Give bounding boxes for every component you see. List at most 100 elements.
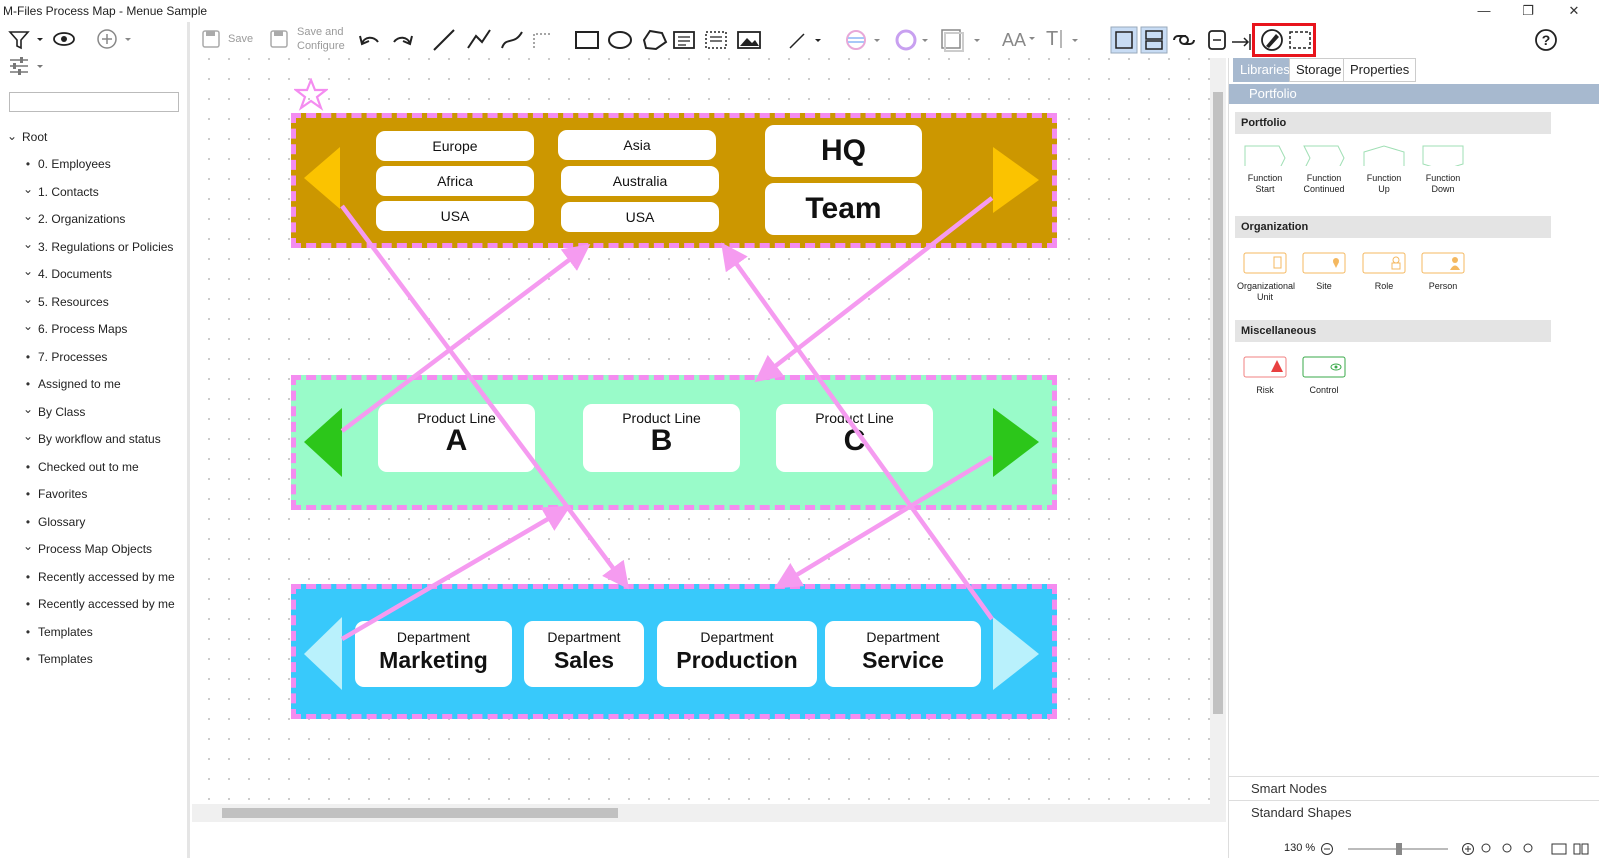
organizational-unit-label-2: Unit: [1256, 292, 1273, 302]
close-button[interactable]: ✕: [1568, 3, 1580, 18]
horizontal-scroll-thumb[interactable]: [222, 808, 618, 818]
function-continued-label-1: Function: [1306, 173, 1342, 183]
vertical-scroll-thumb[interactable]: [1213, 92, 1223, 714]
tree-item-label: Glossary: [38, 514, 86, 529]
product-line-a-label: A: [445, 424, 468, 457]
filter-icon[interactable]: [8, 30, 48, 50]
search-input[interactable]: [9, 92, 179, 112]
hq-box[interactable]: HQ: [765, 125, 922, 177]
vertical-scrollbar[interactable]: [1210, 58, 1226, 804]
undo-redo-icons[interactable]: [358, 30, 414, 50]
eye-icon[interactable]: [52, 30, 76, 48]
department-production-caption: Department: [700, 629, 774, 645]
region-australia[interactable]: Australia: [561, 166, 719, 196]
connector-2[interactable]: [340, 243, 591, 433]
tab-properties[interactable]: Properties: [1343, 58, 1417, 82]
connector-5[interactable]: [340, 505, 571, 641]
connector-3[interactable]: [754, 196, 994, 383]
lane-product-lines[interactable]: Product Line A Product Line B Product Li…: [291, 375, 1057, 510]
risk-icon: [1243, 356, 1287, 378]
product-line-a-caption: Product Line: [417, 410, 496, 426]
save-button[interactable]: Save: [228, 33, 254, 45]
help-icon[interactable]: ?: [1534, 28, 1558, 52]
lane3-left-arrow: [304, 617, 342, 690]
save-configure-icon[interactable]: [270, 30, 288, 48]
group-miscellaneous[interactable]: Miscellaneous: [1235, 320, 1551, 342]
region-asia[interactable]: Asia: [558, 130, 716, 160]
connector-4[interactable]: [721, 242, 994, 621]
site-icon: [1302, 252, 1346, 274]
add-icon[interactable]: [96, 28, 136, 50]
product-line-a[interactable]: Product Line A: [378, 404, 535, 472]
font-size-button[interactable]: AA: [1002, 30, 1027, 50]
region-usa-1[interactable]: USA: [376, 201, 534, 231]
tree-root-label: Root: [22, 130, 48, 144]
accordion-standard-shapes[interactable]: Standard Shapes: [1229, 800, 1599, 824]
settings-sliders-icon[interactable]: [8, 56, 44, 76]
department-production[interactable]: Department Production: [657, 621, 817, 687]
connector-6[interactable]: [774, 455, 994, 589]
shape-risk[interactable]: Risk: [1237, 356, 1293, 396]
bullet-icon: •: [25, 514, 31, 529]
tree-item-label: 0. Employees: [38, 157, 111, 171]
shape-person[interactable]: Person: [1415, 252, 1471, 292]
save-icon[interactable]: [202, 30, 220, 48]
region-usa-2[interactable]: USA: [561, 202, 719, 232]
bullet-icon: •: [25, 487, 31, 501]
department-sales[interactable]: Department Sales: [524, 621, 644, 687]
edit-mode-icon[interactable]: [1260, 28, 1284, 52]
tab-libraries[interactable]: Libraries: [1233, 58, 1297, 82]
lane-departments[interactable]: Department Marketing Department Sales De…: [291, 584, 1057, 719]
tree-item-label: Process Map Objects: [38, 542, 153, 556]
text-style-dropdown-icon[interactable]: [1058, 28, 1084, 52]
connector-1[interactable]: [340, 204, 630, 590]
product-line-c[interactable]: Product Line C: [776, 404, 933, 472]
shape-site[interactable]: Site: [1296, 252, 1352, 292]
diagram-canvas[interactable]: Europe Africa USA Asia Australia USA HQ …: [192, 58, 1210, 804]
control-label: Control: [1309, 385, 1339, 395]
fit-arrow-tools[interactable]: [1206, 28, 1256, 52]
star-icon[interactable]: [294, 78, 328, 112]
function-down-label-2: Down: [1431, 184, 1455, 194]
selection-mode-icon[interactable]: [1288, 28, 1312, 52]
connector-tools[interactable]: [430, 26, 554, 54]
restore-button[interactable]: ❐: [1522, 3, 1534, 18]
region-europe[interactable]: Europe: [376, 131, 534, 161]
group-portfolio[interactable]: Portfolio: [1235, 112, 1551, 134]
layout-tools[interactable]: [1110, 26, 1200, 54]
lane-regions[interactable]: Europe Africa USA Asia Australia USA HQ …: [291, 113, 1057, 248]
color-tools[interactable]: [844, 28, 994, 52]
minimize-button[interactable]: —: [1477, 3, 1491, 18]
department-service[interactable]: Department Service: [825, 621, 981, 687]
save-configure-button[interactable]: Save and Configure: [297, 25, 345, 53]
zoom-controls[interactable]: [1320, 842, 1596, 856]
accordion-smart-nodes[interactable]: Smart Nodes: [1229, 776, 1599, 800]
font-size-dropdown-icon[interactable]: [1028, 36, 1038, 44]
horizontal-scrollbar[interactable]: [192, 804, 1226, 822]
team-box[interactable]: Team: [765, 183, 922, 235]
tree-item-label: 7. Processes: [38, 349, 108, 364]
text-style-button[interactable]: T: [1046, 28, 1059, 50]
bullet-icon: •: [25, 624, 31, 639]
line-style-icon[interactable]: [786, 28, 826, 52]
shape-control[interactable]: Control: [1296, 356, 1352, 396]
chevron-down-icon: ⌄: [22, 319, 34, 333]
product-line-b[interactable]: Product Line B: [583, 404, 740, 472]
tree-item-label: Assigned to me: [38, 377, 121, 391]
region-africa[interactable]: Africa: [376, 166, 534, 196]
shape-role[interactable]: Role: [1356, 252, 1412, 292]
tab-storage[interactable]: Storage: [1289, 58, 1349, 82]
group-organization[interactable]: Organization: [1235, 216, 1551, 238]
tree-item-label: By Class: [38, 404, 86, 419]
tree-item-label: Templates: [38, 652, 93, 666]
shape-tools[interactable]: [574, 28, 764, 52]
function-up-label-2: Up: [1378, 184, 1390, 194]
department-marketing[interactable]: Department Marketing: [355, 621, 512, 687]
library-header[interactable]: Portfolio: [1229, 84, 1599, 104]
tree-item-label: 3. Regulations or Policies: [38, 239, 174, 254]
